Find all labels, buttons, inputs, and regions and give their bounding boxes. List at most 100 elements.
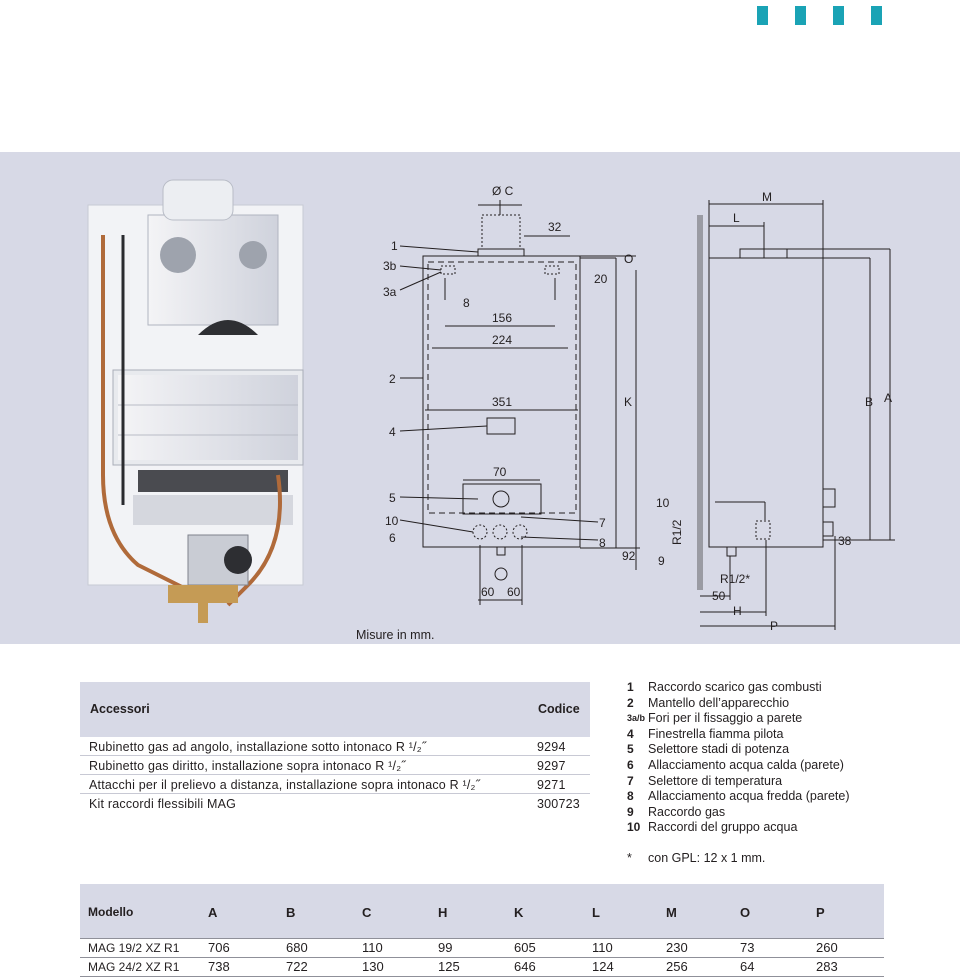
header-a: A	[208, 904, 218, 920]
cell-h: 99	[438, 937, 514, 958]
legend-number: 9	[627, 804, 634, 819]
dim-a: A	[884, 391, 893, 405]
legend-number: 5	[627, 742, 634, 757]
cell-l: 110	[592, 937, 666, 958]
cell-a: 738	[208, 957, 286, 977]
accessories-header: Accessori Codice	[80, 682, 590, 737]
dim-m: M	[762, 190, 772, 204]
cell-l: 124	[592, 957, 666, 977]
cell-a: 706	[208, 937, 286, 958]
dim-8: 8	[463, 296, 470, 310]
cell-b: 680	[286, 937, 362, 958]
dim-50: 50	[712, 589, 726, 603]
dim-r12-star: R1/2*	[720, 572, 751, 586]
dim-phi-c: Ø C	[492, 184, 514, 198]
dim-60-right: 60	[507, 585, 521, 599]
dim-20: 20	[594, 272, 608, 286]
header-decoration-block-1	[757, 6, 768, 25]
water-heater-photo	[87, 179, 304, 623]
dim-156: 156	[492, 311, 513, 325]
header-k: K	[514, 904, 524, 920]
dim-b: B	[865, 395, 874, 409]
table-row: MAG 19/2 XZ R1 706 680 110 99 605 110 23…	[80, 937, 884, 958]
footnote-marker: *	[627, 851, 632, 865]
header-decoration-block-2	[795, 6, 806, 25]
callout-2: 2	[389, 372, 396, 386]
dim-o: O	[624, 252, 634, 266]
callout-4: 4	[389, 425, 396, 439]
accessory-code: 9271	[537, 778, 566, 792]
callout-10: 10	[385, 514, 399, 528]
table-row: MAG 24/2 XZ R1 738 722 130 125 646 124 2…	[80, 957, 884, 977]
dim-p: P	[770, 619, 779, 633]
header-m: M	[666, 904, 677, 920]
callout-side-10: 10	[656, 496, 670, 510]
legend-number: 10	[627, 820, 641, 835]
legend-text: Raccordo scarico gas combusti	[648, 680, 822, 694]
callout-5: 5	[389, 491, 396, 505]
legend-text: Raccordo gas	[648, 804, 726, 819]
dim-l: L	[733, 211, 740, 225]
accessory-name: Rubinetto gas ad angolo, installazione s…	[89, 740, 427, 754]
header-c: C	[362, 904, 372, 920]
header-modello: Modello	[88, 905, 134, 920]
cell-model: MAG 19/2 XZ R1	[80, 937, 208, 958]
callout-1: 1	[391, 239, 398, 253]
accessory-code: 9297	[537, 759, 566, 773]
legend-number: 8	[627, 789, 634, 804]
legend-text: Finestrella fiamma pilota	[648, 726, 784, 741]
cell-model: MAG 24/2 XZ R1	[80, 957, 208, 977]
legend-number: 7	[627, 773, 634, 788]
footnote-text: con GPL: 12 x 1 mm.	[648, 851, 766, 865]
legend-text: Fori per il fissaggio a parete	[648, 711, 803, 726]
dim-60-left: 60	[481, 585, 495, 599]
header-h: H	[438, 904, 448, 920]
header-l: L	[592, 904, 600, 920]
header-decoration-block-3	[833, 6, 844, 25]
dimension-drawing	[399, 200, 895, 630]
cell-m: 256	[666, 957, 740, 977]
header-p: P	[816, 904, 825, 920]
header-b: B	[286, 904, 296, 920]
legend-text: Allacciamento acqua fredda (parete)	[648, 789, 850, 804]
accessory-code: 9294	[537, 740, 566, 754]
dim-351: 351	[492, 395, 513, 409]
legend-number: 4	[627, 726, 634, 741]
accessory-name: Rubinetto gas diritto, installazione sop…	[89, 759, 406, 773]
accessories-title: Accessori	[90, 702, 150, 716]
legend-text: Allacciamento acqua calda (parete)	[648, 757, 844, 772]
dim-r12: R1/2	[670, 519, 684, 545]
callout-6: 6	[389, 531, 396, 545]
callout-side-9: 9	[658, 554, 665, 568]
cell-c: 110	[362, 937, 438, 958]
accessories-table: Accessori Codice Rubinetto gas ad angolo…	[80, 682, 590, 813]
legend-number: 3a/b	[627, 713, 646, 724]
accessory-row: Attacchi per il prelievo a distanza, ins…	[80, 775, 590, 794]
model-dimensions-table: Modello A B C H K L M O P MAG 19/2 XZ R1…	[80, 884, 884, 977]
legend-number: 6	[627, 757, 634, 772]
accessory-row: Kit raccordi flessibili MAG 300723	[80, 794, 590, 813]
cell-p: 283	[816, 957, 884, 977]
dim-k: K	[624, 395, 633, 409]
legend-text: Selettore di temperatura	[648, 773, 783, 788]
legend-number: 1	[627, 680, 634, 694]
cell-b: 722	[286, 957, 362, 977]
legend-number: 2	[627, 695, 634, 710]
header-decoration-block-4	[871, 6, 882, 25]
cell-o: 64	[740, 957, 816, 977]
code-column-title: Codice	[538, 702, 580, 716]
callout-3a: 3a	[383, 285, 397, 299]
cell-o: 73	[740, 937, 816, 958]
callout-3b: 3b	[383, 259, 397, 273]
legend-text: Mantello dell’apparecchio	[648, 695, 790, 710]
callout-8: 8	[599, 536, 606, 550]
header-o: O	[740, 904, 751, 920]
dim-92: 92	[622, 549, 636, 563]
dim-32: 32	[548, 220, 562, 234]
cell-p: 260	[816, 937, 884, 958]
table-header-row: Modello A B C H K L M O P	[80, 884, 884, 938]
units-caption: Misure in mm.	[356, 628, 435, 642]
cell-c: 130	[362, 957, 438, 977]
accessory-name: Kit raccordi flessibili MAG	[89, 797, 237, 811]
legend-text: Raccordi del gruppo acqua	[648, 820, 798, 835]
